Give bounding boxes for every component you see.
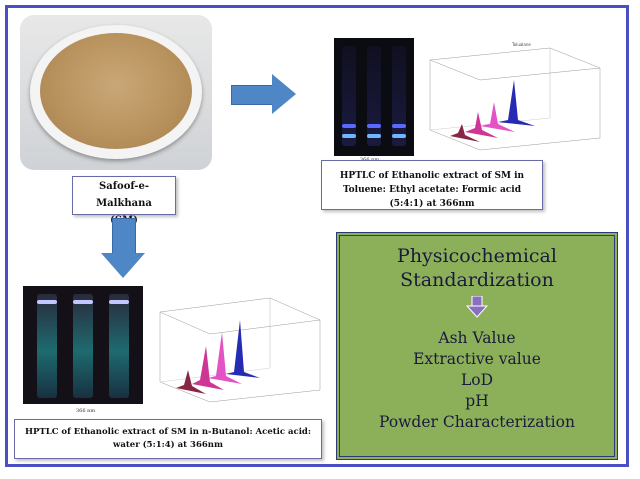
down-arrow-small-icon: [465, 295, 489, 318]
powder-sample: [40, 33, 192, 149]
list-item-ash-value: Ash Value: [438, 329, 516, 347]
svg-text:Tolualane: Tolualane: [511, 42, 531, 47]
plate-label-bottom: 366 nm: [76, 408, 96, 414]
hplc-bottom-caption: HPTLC of Ethanolic extract of SM in n-Bu…: [14, 419, 322, 459]
tlc-plate-top: [334, 38, 414, 156]
list-item-ph: pH: [465, 392, 489, 410]
list-item-powder-characterization: Powder Characterization: [379, 413, 575, 431]
chromatogram-3d-bottom: [159, 297, 321, 403]
chromatogram-3d-top: Tolualane: [429, 42, 601, 151]
standardization-title: Physicochemical Standardization: [397, 245, 557, 291]
hplc-top-caption: HPTLC of Ethanolic extract of SM in Tolu…: [321, 160, 543, 210]
sample-caption: Safoof-e- Malkhana (SM): [72, 176, 176, 226]
hplc-top-caption-text: HPTLC of Ethanolic extract of SM in Tolu…: [339, 171, 525, 209]
standardization-box: Physicochemical Standardization Ash Valu…: [336, 232, 618, 460]
sample-photo: [20, 15, 212, 170]
list-item-lod: LoD: [460, 371, 494, 389]
hplc-bottom-caption-text: HPTLC of Ethanolic extract of SM in n-Bu…: [24, 427, 312, 450]
sample-name: Safoof-e- Malkhana: [96, 181, 152, 209]
outer-frame: [5, 5, 629, 467]
list-item-extractive-value: Extractive value: [413, 350, 541, 368]
tlc-plate-bottom: [23, 286, 143, 404]
